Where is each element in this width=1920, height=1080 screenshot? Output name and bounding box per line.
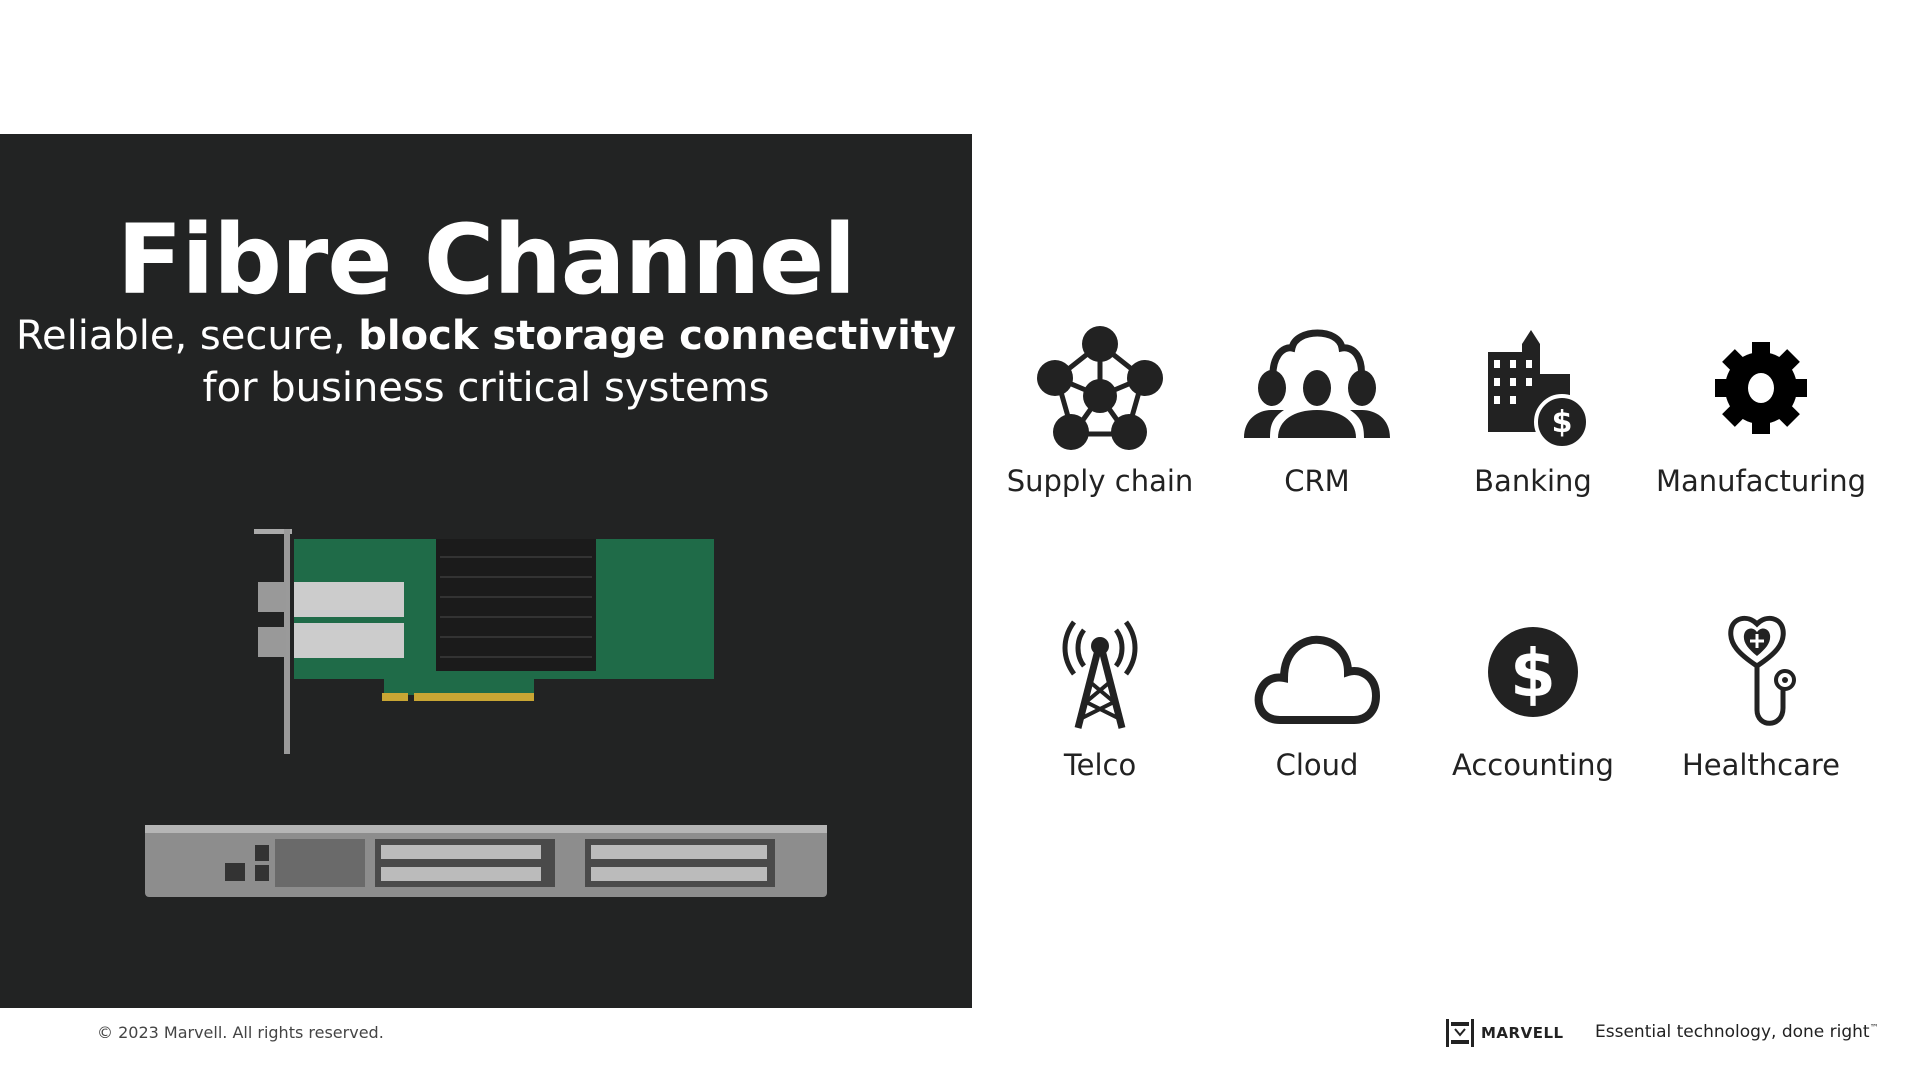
stethoscope-heart-icon <box>1728 615 1796 726</box>
page-title: Fibre Channel <box>116 204 856 316</box>
network-nodes-icon <box>1037 326 1163 450</box>
industry-accounting: $ Accounting <box>1413 610 1653 782</box>
cell-tower-icon <box>1062 620 1138 729</box>
tagline: Essential technology, done right™ <box>1595 1022 1879 1042</box>
marvell-mark-icon <box>1446 1019 1474 1047</box>
people-group-icon <box>1244 329 1390 438</box>
industry-healthcare: Healthcare <box>1641 610 1881 782</box>
copyright: © 2023 Marvell. All rights reserved. <box>97 1023 384 1042</box>
subtitle-bold: block storage connectivity <box>358 313 956 359</box>
industry-cloud: Cloud <box>1197 610 1437 782</box>
industry-telco: Telco <box>980 610 1220 782</box>
switch-image <box>145 825 827 897</box>
subtitle-line2: for business critical systems <box>202 365 770 411</box>
brand-name: MARVELL <box>1481 1024 1564 1042</box>
industry-label: Manufacturing <box>1656 464 1866 498</box>
industry-label: Banking <box>1474 464 1592 498</box>
industry-label: Cloud <box>1275 748 1359 782</box>
industry-label: Accounting <box>1452 748 1614 782</box>
svg-text:$: $ <box>1510 635 1556 712</box>
hero-panel: Fibre Channel Reliable, secure, block st… <box>0 134 972 1008</box>
subtitle-plain: Reliable, secure, <box>16 313 359 359</box>
tagline-text: Essential technology, done right <box>1595 1022 1870 1042</box>
industry-manufacturing: Manufacturing <box>1641 326 1881 498</box>
industry-label: Telco <box>1063 748 1137 782</box>
trademark: ™ <box>1869 1023 1879 1034</box>
industry-label: Supply chain <box>1006 464 1194 498</box>
hba-card-image <box>254 529 714 754</box>
gear-icon <box>1715 342 1807 434</box>
dollar-coin-icon: $ <box>1488 627 1578 717</box>
svg-text:$: $ <box>1552 405 1573 440</box>
cloud-icon <box>1254 635 1381 724</box>
industry-banking: $ Banking <box>1413 326 1653 498</box>
industry-crm: CRM <box>1197 326 1437 498</box>
industry-label: Healthcare <box>1681 748 1841 782</box>
bank-building-icon: $ <box>1488 330 1588 450</box>
marvell-logo: MARVELL <box>1445 1018 1564 1048</box>
subtitle: Reliable, secure, block storage connecti… <box>0 310 972 414</box>
industry-label: CRM <box>1284 464 1350 498</box>
industry-supply-chain: Supply chain <box>980 326 1220 498</box>
